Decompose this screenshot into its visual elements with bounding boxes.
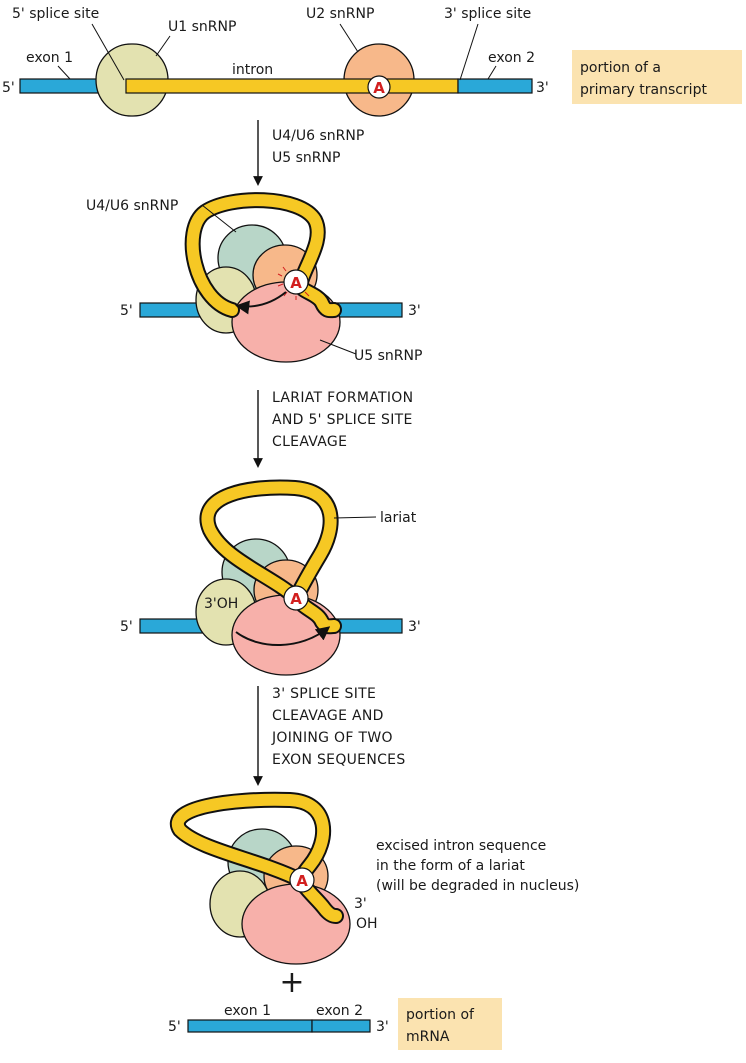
u1-snrnp-leader (155, 35, 171, 57)
three-prime-attack-arrow (235, 626, 331, 647)
step1-line2: U5 snRNP (272, 150, 340, 166)
exon2-segment (457, 78, 533, 94)
five-prime-splice-site-leader (91, 23, 125, 81)
branch-point-circle (283, 585, 309, 611)
step1-line1: U4/U6 snRNP (272, 128, 364, 144)
mrna-exon1-segment (187, 1019, 313, 1033)
mrna-callout-line2: mRNA (406, 1029, 450, 1045)
u2-snrnp-leader (339, 23, 359, 53)
end-5-label: 5' (2, 80, 15, 96)
step2-line3: CLEAVAGE (272, 434, 347, 450)
nucleophilic-attack-arrow (235, 291, 287, 315)
end-3-label: 3' (536, 80, 549, 96)
step3-line2: CLEAVAGE AND (272, 708, 384, 724)
lariat-loop (201, 481, 340, 633)
branch-point-circle (289, 867, 315, 893)
end-3-label: 3' (376, 1019, 389, 1035)
u5-snrnp-leader (319, 339, 357, 355)
mrna-exon2-segment (311, 1019, 371, 1033)
three-prime-label: 3' (354, 896, 367, 912)
spliceosome-assembly: A 5' 3' U4/U6 snRNP U5 snRNP (86, 192, 422, 364)
step2-line1: LARIAT FORMATION (272, 390, 413, 406)
intron-label: intron (232, 62, 273, 78)
u2-snrnp-label: U2 snRNP (306, 6, 374, 22)
mrna-exon2-label: exon 2 (316, 1003, 363, 1019)
intron-segment (125, 78, 459, 94)
u4u6-snrnp-leader (201, 204, 237, 233)
step3-line1: 3' SPLICE SITE (272, 686, 376, 702)
exon2-segment (331, 302, 403, 318)
mrna-callout (398, 998, 502, 1050)
branch-point-circle (283, 269, 309, 295)
end-5-label: 5' (168, 1019, 181, 1035)
step3-line4: EXON SEQUENCES (272, 752, 406, 768)
primary-transcript-callout-line1: portion of a (580, 60, 661, 76)
end-5-label: 5' (120, 619, 133, 635)
end-3-label: 3' (408, 303, 421, 319)
lariat-formation: A 3'OH 5' 3' lariat (120, 479, 421, 676)
mrna-exon1-label: exon 1 (224, 1003, 271, 1019)
lariat-description-line1: excised intron sequence (376, 838, 546, 854)
branch-point-circle (367, 75, 391, 99)
branch-point-a: A (290, 274, 302, 292)
mrna: 5' 3' exon 1 exon 2 portion of mRNA (168, 998, 502, 1050)
exon1-label: exon 1 (26, 50, 73, 66)
mrna-callout-line1: portion of (406, 1007, 475, 1023)
step3-line3: JOINING OF TWO (271, 730, 393, 746)
u1-snrnp-label: U1 snRNP (168, 19, 236, 35)
three-prime-splice-site-label: 3' splice site (444, 6, 531, 22)
end-3-label: 3' (408, 619, 421, 635)
branch-point-a: A (290, 590, 302, 608)
exon2-leader (487, 65, 497, 80)
exon2-label: exon 2 (488, 50, 535, 66)
lariat-description-line2: in the form of a lariat (376, 858, 525, 874)
u4u6-snrnp-label: U4/U6 snRNP (86, 198, 178, 214)
oh-label: 3'OH (204, 596, 238, 612)
intron-loop (186, 194, 340, 317)
three-prime-splice-site-leader (459, 23, 479, 81)
excised-lariat-loop (171, 793, 342, 922)
primary-transcript: A 5' 3' 5' splice site U1 snRNP U2 snRNP… (2, 6, 742, 117)
u5-snrnp-particle (231, 594, 341, 676)
branch-point-a: A (373, 79, 385, 97)
exon2-segment (331, 618, 403, 634)
step2-line2: AND 5' SPLICE SITE (272, 412, 413, 428)
excised-lariat: A 3' OH excised intron sequence in the f… (169, 791, 579, 965)
lariat-description-line3: (will be degraded in nucleus) (376, 878, 579, 894)
primary-transcript-callout (572, 50, 742, 104)
lariat-leader (333, 516, 377, 519)
u5-snrnp-label: U5 snRNP (354, 348, 422, 364)
u5-snrnp-particle (241, 883, 351, 965)
exon1-leader (57, 65, 71, 80)
primary-transcript-callout-line2: primary transcript (580, 82, 707, 98)
oh-label: OH (356, 916, 378, 932)
lariat-label: lariat (380, 510, 417, 526)
branch-point-a: A (296, 872, 308, 890)
end-5-label: 5' (120, 303, 133, 319)
five-prime-splice-site-label: 5' splice site (12, 6, 99, 22)
plus-sign: + (279, 965, 304, 1000)
